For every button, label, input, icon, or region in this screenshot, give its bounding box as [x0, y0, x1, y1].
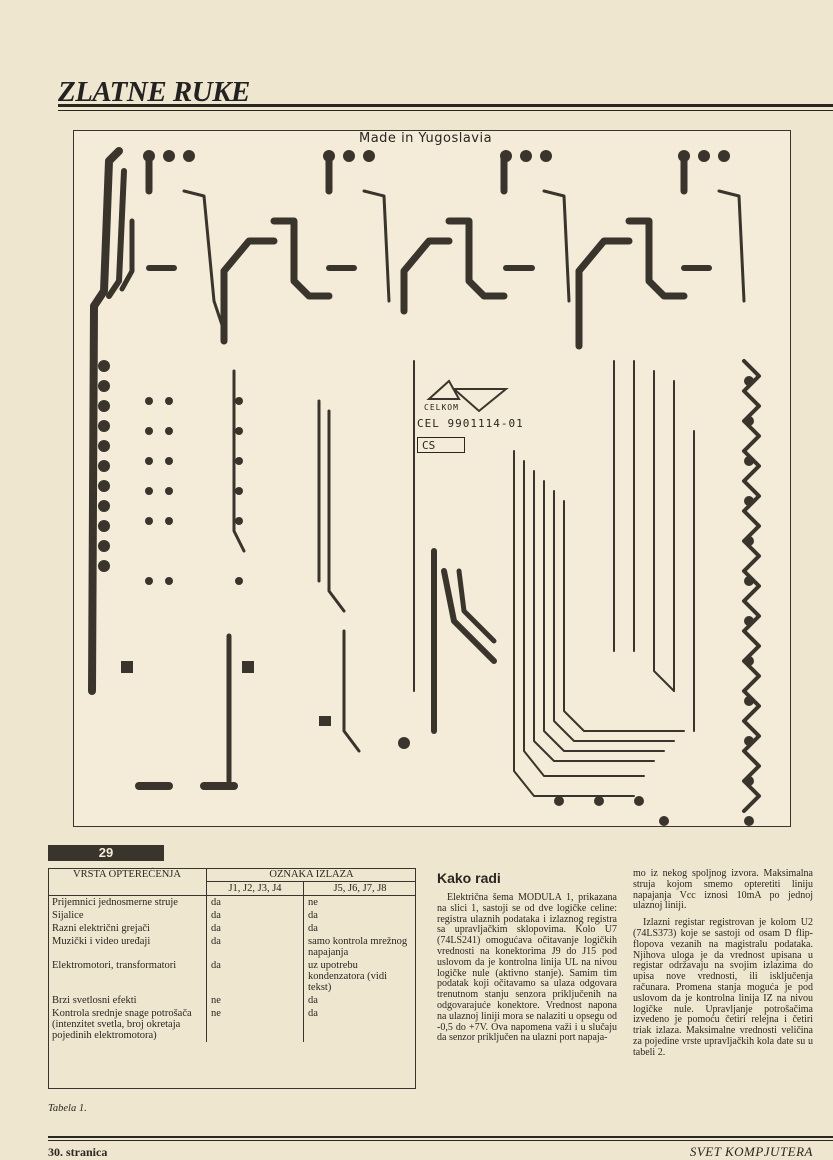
- article-column-left: Električna šema MODULA 1, prikazana na s…: [437, 892, 617, 1050]
- table-cell: Sijalice: [48, 909, 207, 922]
- table-cell: da: [206, 895, 304, 909]
- header-rule: [58, 104, 833, 107]
- table-group-header: OZNAKA IZLAZA: [206, 868, 416, 882]
- pcb-made-in-label: Made in Yugoslavia: [359, 131, 493, 146]
- celkom-logo-icon: [426, 379, 509, 413]
- table-cell: Razni električni grejači: [48, 922, 207, 935]
- table-cell: da: [206, 935, 304, 959]
- load-type-table: VRSTA OPTEREĆENJA OZNAKA IZLAZA J1, J2, …: [48, 868, 416, 1042]
- table-cell: Muzički i video uređaji: [48, 935, 207, 959]
- table-cell: da: [308, 1008, 318, 1019]
- table-row: Muzički i video uređaji da samo kontrola…: [48, 935, 416, 959]
- section-title: ZLATNE RUKE: [58, 76, 250, 108]
- table-cell: Brzi svetlosni efekti: [48, 994, 207, 1007]
- table-cell: da: [308, 910, 318, 921]
- table-cell: Elektromotori, transformatori: [48, 959, 207, 994]
- table-col-header: VRSTA OPTEREĆENJA: [48, 868, 207, 896]
- article-column-right: mo iz nekog spoljnog izvora. Maksimalna …: [633, 868, 813, 1065]
- table-cell: Kontrola srednje snage potrošača (intenz…: [48, 1007, 207, 1042]
- table-cell: da: [206, 959, 304, 994]
- table-cell: da: [308, 923, 318, 934]
- table-row: Sijalice da da: [48, 909, 416, 922]
- table-cell: uz upotrebu kondenzatora (vidi tekst): [308, 960, 388, 993]
- article-paragraph: mo iz nekog spoljnog izvora. Maksimalna …: [633, 868, 813, 912]
- table-subheader: J1, J2, J3, J4: [206, 881, 304, 896]
- magazine-name: SVET KOMPJUTERA: [689, 1144, 813, 1159]
- article-paragraph: Električna šema MODULA 1, prikazana na s…: [437, 892, 617, 1044]
- table-cell: da: [206, 922, 304, 935]
- table-cell: ne: [308, 897, 318, 908]
- table-cell: ne: [206, 994, 304, 1007]
- table-row: Elektromotori, transformatori da uz upot…: [48, 959, 416, 994]
- pcb-traces: [88, 147, 761, 826]
- table-row: Brzi svetlosni efekti ne da: [48, 994, 416, 1007]
- table-caption: Tabela 1.: [48, 1103, 87, 1114]
- header-rule-thin: [58, 110, 833, 111]
- pcb-logo-text: CELKOM: [424, 403, 459, 412]
- footer-rule-thin: [48, 1140, 833, 1141]
- table-row: Kontrola srednje snage potrošača (intenz…: [48, 1007, 416, 1042]
- table-row: Prijemnici jednosmerne struje da ne: [48, 895, 416, 909]
- table-cell: samo kontrola mrežnog napajanja: [308, 936, 408, 958]
- article-paragraph: Izlazni registar registrovan je kolom U2…: [633, 917, 813, 1058]
- pcb-cs-label: CS: [417, 437, 465, 453]
- pcb-board-id: CEL 9901114-01: [417, 417, 524, 430]
- article-heading: Kako radi: [437, 870, 501, 886]
- table-cell: da: [308, 995, 318, 1006]
- table-subheader: J5, J6, J7, J8: [303, 881, 416, 896]
- table-cell: da: [206, 909, 304, 922]
- page-number: 30. stranica: [48, 1145, 108, 1159]
- footer-rule: [48, 1136, 833, 1138]
- table-cell: Prijemnici jednosmerne struje: [48, 895, 207, 909]
- pcb-layout-figure: Made in Yugoslavia CELKOM CEL 9901114-01…: [73, 130, 791, 827]
- table-cell: ne: [206, 1007, 304, 1042]
- table-row: Razni električni grejači da da: [48, 922, 416, 935]
- figure-number-badge: 29: [48, 845, 164, 861]
